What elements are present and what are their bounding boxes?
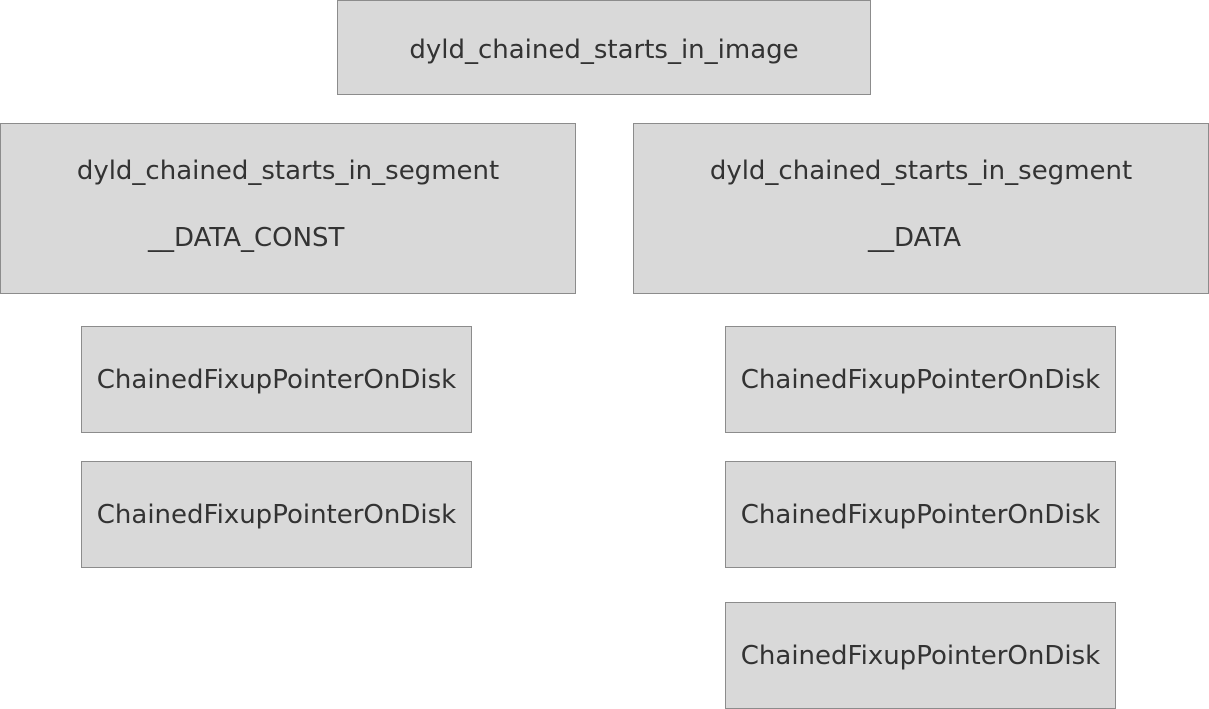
pointer-label: ChainedFixupPointerOnDisk — [96, 500, 457, 530]
segment-name: __DATA_CONST — [148, 223, 345, 253]
pointer-box: ChainedFixupPointerOnDisk — [725, 461, 1116, 568]
pointer-box: ChainedFixupPointerOnDisk — [81, 326, 472, 433]
segment-label: dyld_chained_starts_in_segment — [76, 156, 500, 186]
segment-box-data-const: dyld_chained_starts_in_segment __DATA_CO… — [0, 123, 576, 294]
segment-box-data: dyld_chained_starts_in_segment __DATA — [633, 123, 1209, 294]
image-label: dyld_chained_starts_in_image — [409, 35, 799, 65]
segment-name: __DATA — [868, 223, 961, 253]
pointer-label: ChainedFixupPointerOnDisk — [96, 365, 457, 395]
pointer-box: ChainedFixupPointerOnDisk — [725, 602, 1116, 709]
image-box: dyld_chained_starts_in_image — [337, 0, 871, 95]
pointer-box: ChainedFixupPointerOnDisk — [81, 461, 472, 568]
pointer-label: ChainedFixupPointerOnDisk — [740, 500, 1101, 530]
pointer-label: ChainedFixupPointerOnDisk — [740, 365, 1101, 395]
segment-label: dyld_chained_starts_in_segment — [709, 156, 1133, 186]
pointer-box: ChainedFixupPointerOnDisk — [725, 326, 1116, 433]
pointer-label: ChainedFixupPointerOnDisk — [740, 641, 1101, 671]
